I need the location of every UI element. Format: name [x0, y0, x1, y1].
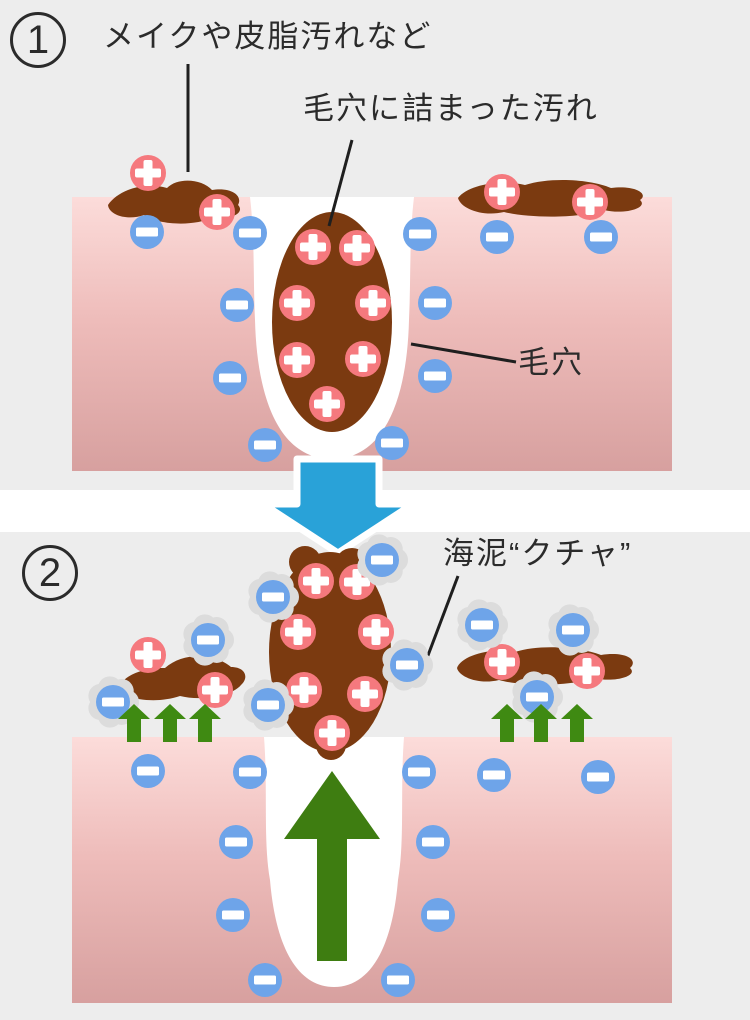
- label-sea-mud: 海泥“クチャ”: [443, 536, 633, 571]
- plus-charge-icon: [572, 184, 608, 220]
- minus-charge-icon: [131, 754, 165, 788]
- label-makeup-dirt: メイクや皮脂汚れなど: [103, 19, 433, 54]
- plus-charge-icon: [298, 563, 334, 599]
- plus-charge-icon: [280, 614, 316, 650]
- mud-particle-icon: [248, 571, 299, 623]
- minus-charge-icon: [581, 760, 615, 794]
- section-2-number: 2: [38, 550, 62, 595]
- plus-charge-icon: [484, 644, 520, 680]
- minus-charge-icon: [219, 825, 253, 859]
- mud-particle-icon: [512, 671, 563, 723]
- plus-charge-icon: [199, 194, 235, 230]
- minus-charge-icon: [416, 825, 450, 859]
- leader-line-clogged-dirt: [327, 139, 354, 227]
- leader-line-seamud: [422, 575, 460, 667]
- section-1-badge: 1: [10, 12, 66, 68]
- plus-charge-icon: [345, 341, 381, 377]
- small-up-arrow-icon: [525, 704, 557, 742]
- minus-charge-icon: [233, 755, 267, 789]
- plus-charge-icon: [347, 676, 383, 712]
- minus-charge-icon: [480, 220, 514, 254]
- mud-particle-icon: [357, 534, 408, 586]
- plus-charge-icon: [295, 229, 331, 265]
- section-1-number: 1: [26, 17, 50, 62]
- plus-charge-icon: [197, 672, 233, 708]
- minus-charge-icon: [402, 755, 436, 789]
- mud-particle-icon: [382, 639, 433, 691]
- minus-charge-icon: [248, 428, 282, 462]
- big-up-arrow: [284, 771, 380, 961]
- mud-particle-icon: [243, 679, 294, 731]
- small-up-arrow-icon: [118, 704, 150, 742]
- plus-charge-icon: [130, 637, 166, 673]
- label-clogged-dirt: 毛穴に詰まった汚れ: [303, 91, 599, 126]
- plus-charge-icon: [314, 715, 350, 751]
- plus-charge-icon: [309, 386, 345, 422]
- minus-charge-icon: [233, 216, 267, 250]
- mud-particle-icon: [183, 614, 234, 666]
- minus-charge-icon: [248, 963, 282, 997]
- mud-particle-icon: [548, 604, 599, 656]
- plus-charge-icon: [286, 672, 322, 708]
- minus-charge-icon: [213, 361, 247, 395]
- minus-charge-icon: [130, 215, 164, 249]
- mud-particle-icon: [88, 676, 139, 728]
- minus-charge-icon: [584, 220, 618, 254]
- plus-charge-icon: [279, 285, 315, 321]
- plus-charge-icon: [279, 342, 315, 378]
- mud-particle-icon: [457, 599, 508, 651]
- plus-charge-icon: [569, 653, 605, 689]
- section-2-badge: 2: [22, 545, 78, 601]
- down-arrow: [259, 455, 417, 557]
- leader-line-pore: [410, 342, 517, 364]
- minus-charge-icon: [375, 426, 409, 460]
- minus-charge-icon: [477, 758, 511, 792]
- small-up-arrow-icon: [561, 704, 593, 742]
- minus-charge-icon: [381, 963, 415, 997]
- minus-charge-icon: [418, 286, 452, 320]
- plus-charge-icon: [355, 285, 391, 321]
- minus-charge-icon: [403, 217, 437, 251]
- plus-charge-icon: [484, 174, 520, 210]
- plus-charge-icon: [358, 614, 394, 650]
- minus-charge-icon: [216, 898, 250, 932]
- small-up-arrow-icon: [491, 704, 523, 742]
- minus-charge-icon: [220, 288, 254, 322]
- minus-charge-icon: [421, 898, 455, 932]
- plus-charge-icon: [339, 230, 375, 266]
- label-pore: 毛穴: [518, 345, 584, 380]
- plus-charge-icon: [130, 155, 166, 191]
- small-up-arrow-icon: [189, 704, 221, 742]
- minus-charge-icon: [418, 359, 452, 393]
- small-up-arrow-icon: [154, 704, 186, 742]
